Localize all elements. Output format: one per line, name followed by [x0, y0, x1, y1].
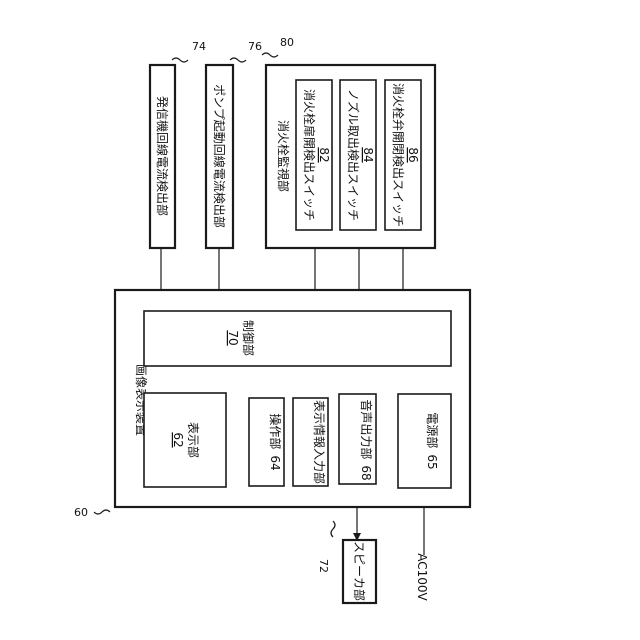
hydrant-open-switch-number: 82	[317, 147, 331, 162]
ac-input-label: AC100V	[415, 553, 429, 601]
nozzle-switch-number: 84	[361, 147, 375, 162]
audio-output-label: 音声出力部68	[359, 399, 374, 480]
operation-label: 操作部64	[268, 413, 283, 470]
ref-74: 74	[192, 40, 206, 53]
audio-output-block: 音声出力部68	[339, 394, 376, 484]
hydrant-monitor-block: 消火栓監視部 80 消火栓扉開検出スイッチ 82 ノズル取出検出スイッチ 84 …	[262, 36, 435, 248]
ref-72: 72	[317, 559, 330, 573]
tx-current-detector-label: 発信機回線電流検出部	[155, 96, 170, 216]
valve-switch-number: 86	[406, 147, 420, 162]
tx-current-detector: 発信機回線電流検出部 74	[150, 40, 206, 248]
display-block: 表示部 62	[144, 393, 226, 487]
ref-leader-80	[262, 53, 278, 57]
ref-80: 80	[280, 36, 294, 49]
power-block: 電源部65	[398, 394, 451, 488]
ref-leader-76	[230, 58, 246, 62]
ref-leader-72	[331, 521, 335, 537]
hydrant-monitor-label: 消火栓監視部	[276, 120, 291, 192]
nozzle-switch-label: ノズル取出検出スイッチ	[346, 89, 361, 221]
ref-76: 76	[248, 40, 262, 53]
pump-current-detector: ポンプ起動回線電流検出部 76	[206, 40, 262, 248]
control-number: 70	[226, 330, 240, 345]
speaker-label: スピーカ部	[352, 541, 367, 601]
pump-current-detector-label: ポンプ起動回線電流検出部	[212, 84, 227, 228]
display-number: 62	[171, 432, 185, 447]
speaker-block: スピーカ部 72	[317, 521, 376, 603]
display-label: 表示部	[186, 422, 201, 458]
operation-block: 操作部64	[249, 398, 284, 486]
valve-switch-label: 消火栓弁開閉検出スイッチ	[391, 83, 406, 227]
ref-leader-74	[172, 58, 188, 62]
ref-leader-60	[94, 510, 110, 514]
control-label: 制御部	[241, 320, 256, 356]
control-block: 制御部 70	[144, 311, 451, 366]
ref-60: 60	[74, 506, 88, 519]
display-input-block: 表示情報入力部	[293, 398, 328, 486]
hydrant-open-switch-label: 消火栓扉開検出スイッチ	[302, 89, 317, 221]
power-label: 電源部65	[425, 412, 440, 469]
display-input-label: 表示情報入力部	[312, 400, 327, 484]
